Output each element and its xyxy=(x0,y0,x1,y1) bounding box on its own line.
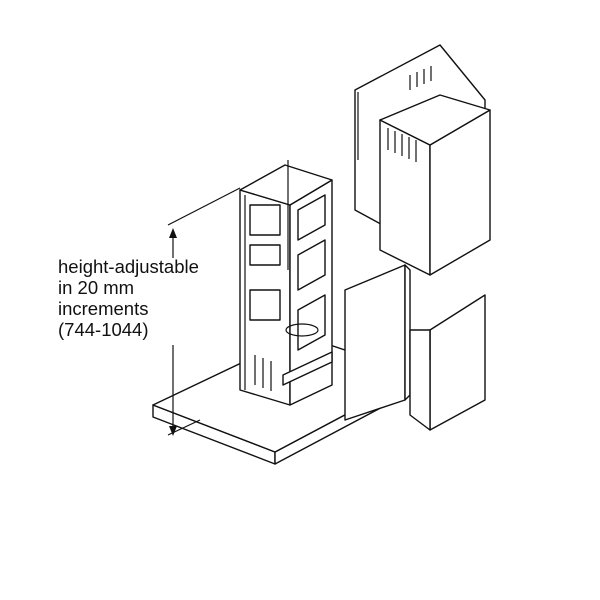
height-dimension xyxy=(167,187,241,436)
annotation-line: in 20 mm xyxy=(58,277,135,298)
annotation-line: (744-1044) xyxy=(58,319,149,340)
upper-chimney xyxy=(354,44,491,276)
arrow-up-icon xyxy=(169,228,177,238)
support-frame xyxy=(239,160,333,406)
arrow-down-icon xyxy=(169,426,177,436)
vent-slots xyxy=(387,66,432,162)
annotation-line: increments xyxy=(58,298,149,319)
lower-chimney xyxy=(344,264,486,431)
annotation-line: height-adjustable xyxy=(58,256,199,277)
height-annotation: height-adjustable in 20 mm increments (7… xyxy=(58,256,199,340)
